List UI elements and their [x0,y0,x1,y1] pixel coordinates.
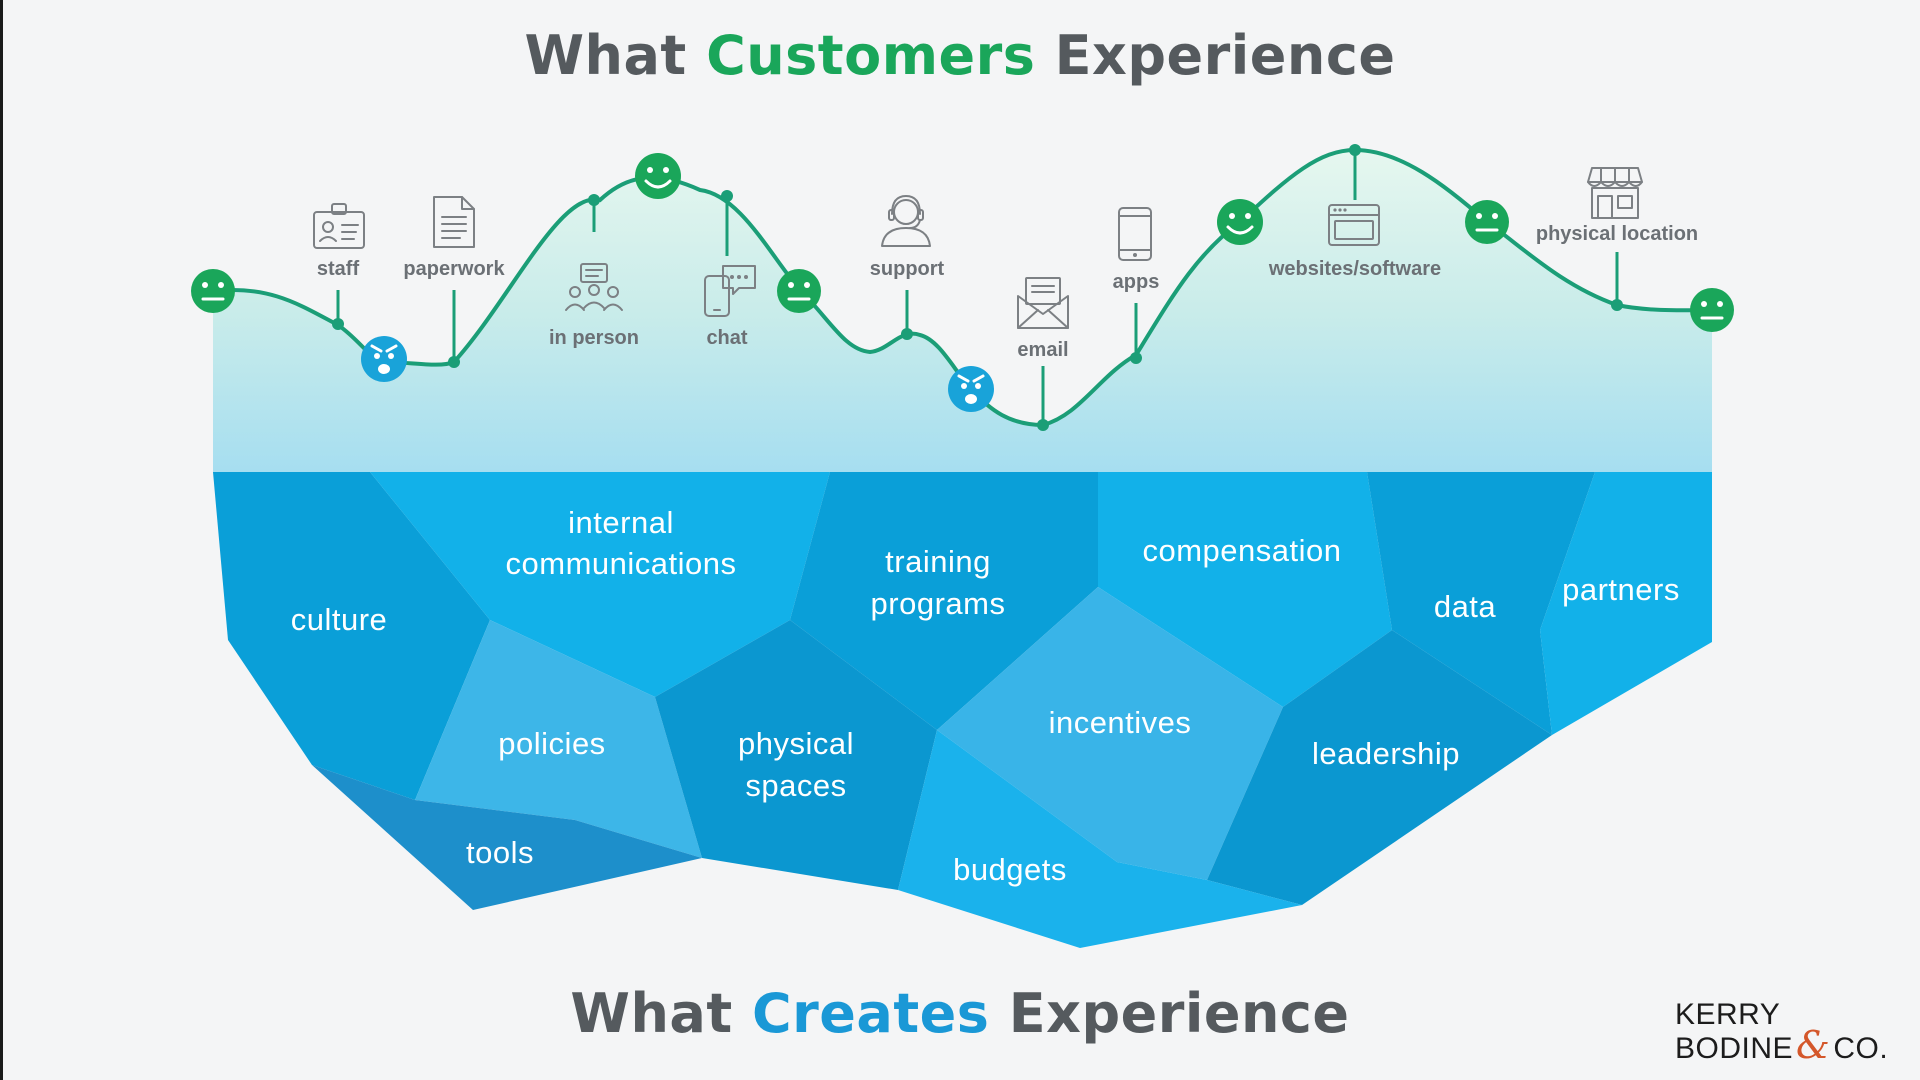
block-budgets-shape [898,730,1302,948]
left-edge-border [0,0,3,1080]
block-data-shape [1367,472,1595,735]
logo-ampersand: & [1796,1023,1831,1067]
block-partners: partners [1562,572,1680,607]
title-bottom-prefix: What [570,982,733,1045]
title-what-customers-experience: What Customers Experience [0,24,1920,87]
block-culture-shape [213,472,490,800]
face-neutral-2 [777,269,821,313]
face-happy-2 [1217,199,1263,245]
block-labels: culture internal communications training… [291,505,1680,887]
title-bottom-accent: Creates [752,982,990,1045]
block-leadership-shape [1207,630,1552,905]
title-top-prefix: What [524,24,687,87]
chat-phone-icon [704,265,756,317]
block-physical-spaces-shape [655,620,937,890]
touchpoint-physical-location: physical location [1536,223,1698,245]
touchpoint-stems [336,150,1619,425]
browser-window-icon [1328,204,1380,246]
logo-line-1: KERRY [1675,998,1781,1031]
block-physical-spaces-line2: spaces [745,768,846,803]
touchpoint-apps: apps [1113,271,1160,293]
face-angry-2 [948,366,994,412]
block-incentives-shape [937,587,1283,880]
curve-dots [332,144,1623,431]
face-neutral-1 [191,269,235,313]
logo-word-bodine: BODINE [1675,1032,1794,1065]
block-tools: tools [466,835,534,870]
block-physical-spaces-line1: physical [738,726,854,761]
storefront-icon [1587,167,1643,219]
block-compensation-shape [1098,472,1392,707]
block-tools-shape [312,765,702,910]
block-training-programs-line2: programs [871,586,1006,621]
touchpoint-labels: staff paperwork in person chat support e… [317,223,1698,361]
people-group-icon [565,263,623,311]
face-happy-1 [635,153,681,199]
block-training-programs-shape [790,472,1098,730]
iceberg [213,472,1712,948]
title-bottom-suffix: Experience [1008,982,1350,1045]
touchpoint-staff: staff [317,258,360,280]
block-policies: policies [498,726,605,761]
block-policies-shape [415,620,702,858]
touchpoint-support: support [870,258,945,280]
block-culture: culture [291,602,388,637]
face-neutral-3 [1465,200,1509,244]
title-what-creates-experience: What Creates Experience [0,982,1920,1045]
touchpoint-email: email [1017,339,1068,361]
face-angry-1 [361,336,407,382]
logo-word-co: CO. [1833,1032,1889,1065]
block-internal-communications-shape [370,472,830,697]
block-leadership: leadership [1312,736,1460,771]
title-top-suffix: Experience [1054,24,1396,87]
touchpoint-websites-software: websites/software [1268,258,1441,280]
logo-line-2: BODINE&CO. [1675,1026,1889,1065]
block-internal-communications-line1: internal [568,505,674,540]
block-budgets: budgets [953,852,1067,887]
mobile-phone-icon [1118,207,1152,261]
touchpoint-in-person: in person [549,327,639,349]
title-top-accent: Customers [706,24,1036,87]
block-training-programs-line1: training [885,544,991,579]
block-partners-shape [1540,472,1712,735]
kerry-bodine-logo: KERRY BODINE&CO. [1675,998,1889,1065]
block-incentives: incentives [1049,705,1192,740]
block-compensation: compensation [1142,533,1341,568]
email-icon [1017,277,1069,329]
face-neutral-4 [1690,288,1734,332]
touchpoint-paperwork: paperwork [403,258,505,280]
block-internal-communications-line2: communications [506,546,737,581]
touchpoint-chat: chat [706,327,747,349]
journey-area [213,150,1712,472]
block-data: data [1434,589,1497,624]
document-icon [433,196,475,248]
support-agent-icon [881,195,931,247]
id-badge-icon [313,203,365,249]
